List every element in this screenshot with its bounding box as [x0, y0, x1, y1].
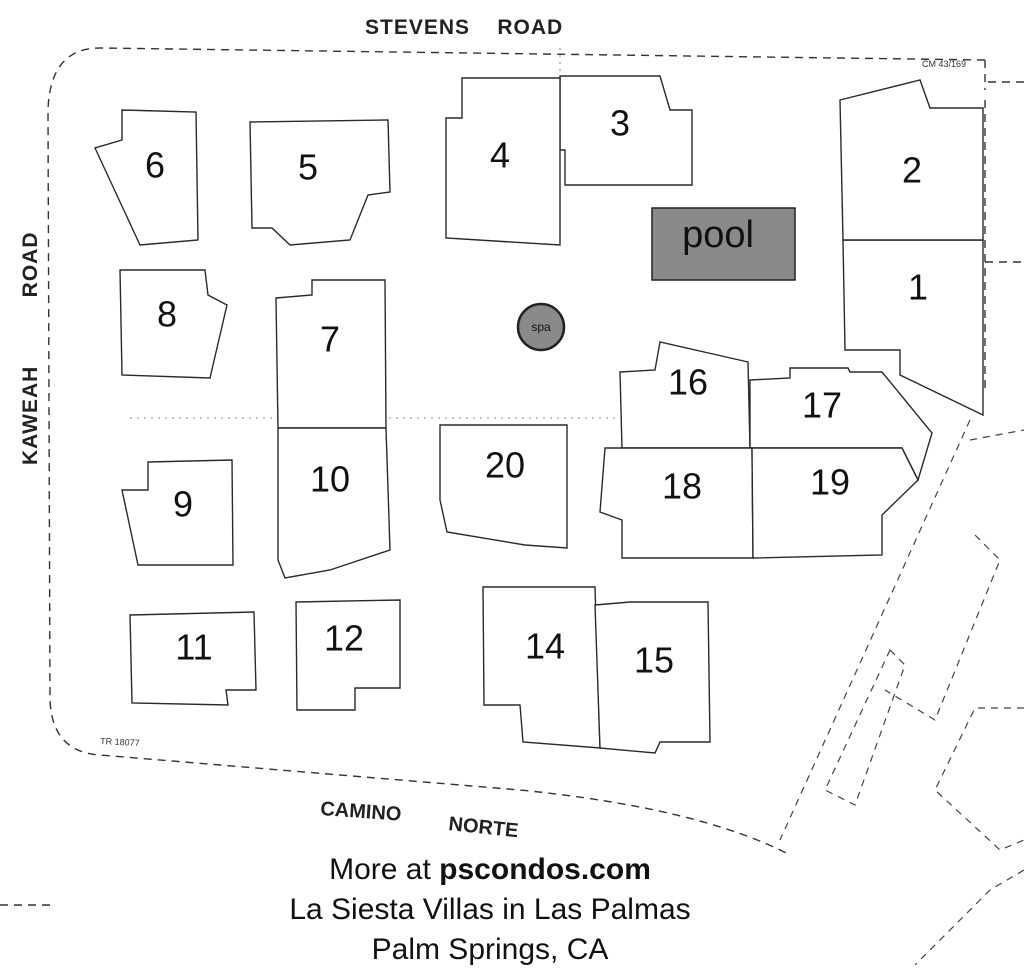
footer-more-prefix: More at: [329, 853, 440, 886]
lot-label-19: 19: [810, 462, 850, 503]
lot-label-18: 18: [662, 466, 702, 507]
street-norte: NORTE: [447, 813, 519, 842]
lot-9-building[interactable]: [121, 459, 234, 566]
street-kaweah-road: KAWEAH ROAD: [19, 231, 42, 465]
lot-4-building[interactable]: [445, 77, 561, 246]
lot-label-20: 20: [485, 445, 525, 486]
street-stevens-road: STEVENS ROAD: [365, 16, 563, 39]
pool-area[interactable]: [651, 207, 796, 281]
lot-20-building[interactable]: [439, 424, 568, 549]
lot-label-9: 9: [173, 484, 193, 525]
lot-label-10: 10: [310, 459, 350, 500]
lot-label-4: 4: [490, 135, 510, 176]
lot-label-3: 3: [610, 103, 630, 144]
lot-label-16: 16: [668, 362, 708, 403]
lot-label-17: 17: [802, 385, 842, 426]
lot-6-building[interactable]: [94, 109, 199, 246]
annotation-tr: TR 18077: [100, 736, 140, 748]
lot-label-6: 6: [145, 145, 165, 186]
footer-line-2: La Siesta Villas in Las Palmas: [289, 893, 691, 926]
lot-label-14: 14: [525, 626, 565, 667]
street-camino: CAMINO: [320, 798, 402, 826]
annotation-cm: CM 43/169: [922, 59, 966, 69]
pool-label: pool: [682, 214, 754, 256]
adjacent-parcel-line-2: [969, 429, 1024, 441]
lot-2-building[interactable]: [839, 79, 984, 241]
footer-website-link[interactable]: pscondos.com: [439, 853, 651, 886]
lot-label-12: 12: [324, 618, 364, 659]
lot-11-building[interactable]: [129, 611, 257, 706]
spa-label: spa: [531, 320, 551, 334]
footer-line-1: More at pscondos.com: [0, 850, 980, 890]
adjacent-parcel-d: [914, 869, 1024, 966]
lot-19-building[interactable]: [751, 447, 919, 559]
lot-5-building[interactable]: [249, 119, 391, 246]
lot-14-building[interactable]: [482, 586, 601, 749]
lot-label-11: 11: [175, 627, 212, 668]
lot-label-2: 2: [902, 150, 922, 191]
lot-label-15: 15: [634, 640, 674, 681]
spa-area[interactable]: [516, 302, 566, 352]
lot-10-building[interactable]: [277, 427, 391, 579]
lot-15-building[interactable]: [594, 601, 711, 754]
adjacent-parcel-a: [884, 534, 1001, 721]
lot-12-building[interactable]: [295, 599, 401, 711]
footer-caption: More at pscondos.com La Siesta Villas in…: [0, 850, 980, 970]
lot-8-building[interactable]: [119, 269, 228, 379]
lot-label-5: 5: [298, 147, 318, 188]
adjacent-parcel-b: [824, 648, 906, 806]
footer-line-3: Palm Springs, CA: [371, 933, 609, 966]
lot-label-1: 1: [908, 267, 928, 308]
lot-label-8: 8: [157, 294, 177, 335]
property-boundary: [47, 47, 986, 856]
lot-label-7: 7: [320, 319, 340, 360]
lot-3-building[interactable]: [559, 75, 693, 186]
adjacent-parcel-c: [934, 707, 1024, 851]
